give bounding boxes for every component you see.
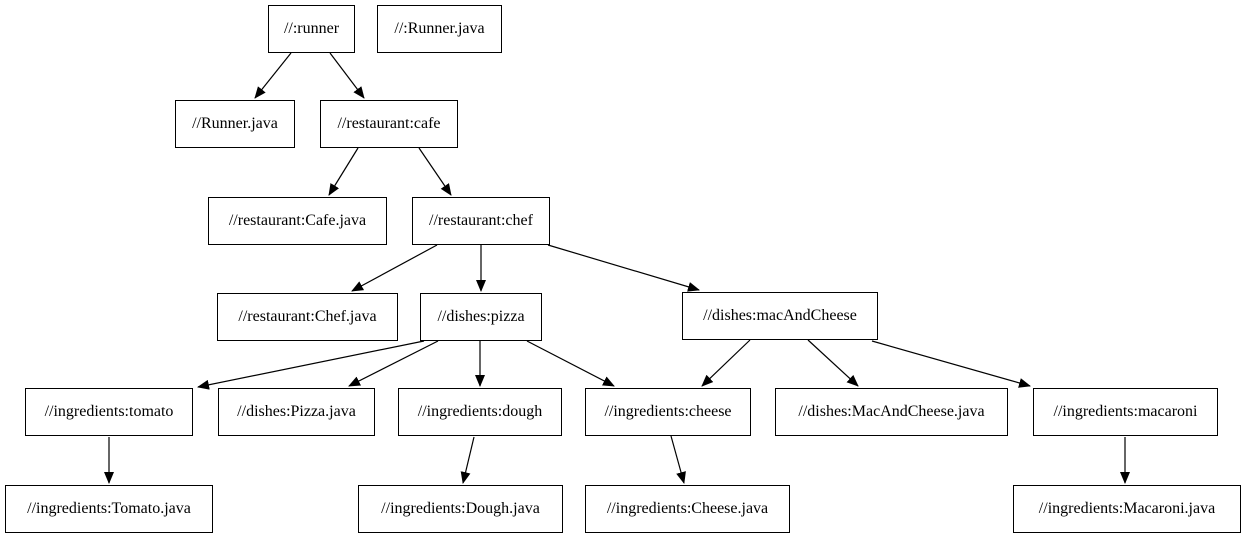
graph-edge-mac-and-cheese-to-mac-and-cheese-java <box>807 339 859 387</box>
graph-edge-cheese-to-cheese-java <box>670 435 686 484</box>
graph-node-tomato-java: //ingredients:Tomato.java <box>5 485 213 533</box>
graph-node-macaroni-java: //ingredients:Macaroni.java <box>1013 485 1241 533</box>
graph-edge-chef-to-mac-and-cheese <box>547 244 700 292</box>
graph-edge-pizza-to-pizza-java <box>348 340 439 387</box>
graph-edge-pizza-to-tomato <box>197 340 425 390</box>
graph-node-pizza-java: //dishes:Pizza.java <box>218 388 375 436</box>
graph-node-mac-and-cheese-java: //dishes:MacAndCheese.java <box>775 388 1008 436</box>
graph-node-runner-java: //Runner.java <box>175 100 295 148</box>
graph-edge-runner-to-cafe <box>329 52 365 99</box>
graph-node-tomato: //ingredients:tomato <box>25 388 193 436</box>
graph-edge-cafe-to-cafe-java <box>328 147 359 196</box>
graph-node-cheese-java: //ingredients:Cheese.java <box>585 485 790 533</box>
graph-node-runner-java-root: //:Runner.java <box>377 5 502 53</box>
graph-node-cafe: //restaurant:cafe <box>320 100 458 148</box>
graph-edge-chef-to-chef-java <box>351 244 438 292</box>
graph-node-chef: //restaurant:chef <box>412 197 550 245</box>
graph-node-mac-and-cheese: //dishes:macAndCheese <box>682 292 878 340</box>
graph-node-cheese: //ingredients:cheese <box>585 388 751 436</box>
graph-edge-cafe-to-chef <box>418 147 452 196</box>
graph-node-dough-java: //ingredients:Dough.java <box>358 485 563 533</box>
graph-edge-mac-and-cheese-to-macaroni <box>871 340 1031 388</box>
graph-node-runner: //:runner <box>268 5 355 53</box>
graph-edge-dough-to-dough-java <box>460 436 475 484</box>
graph-edge-pizza-to-cheese <box>526 340 615 387</box>
graph-node-chef-java: //restaurant:Chef.java <box>217 293 398 341</box>
graph-node-dough: //ingredients:dough <box>398 388 562 436</box>
graph-edge-runner-to-runner-java <box>254 52 292 99</box>
graph-edges-group <box>104 52 1130 484</box>
graph-node-macaroni: //ingredients:macaroni <box>1033 388 1218 436</box>
graph-edge-mac-and-cheese-to-cheese <box>701 339 751 387</box>
graph-node-cafe-java: //restaurant:Cafe.java <box>208 197 387 245</box>
graph-node-pizza: //dishes:pizza <box>420 293 542 341</box>
